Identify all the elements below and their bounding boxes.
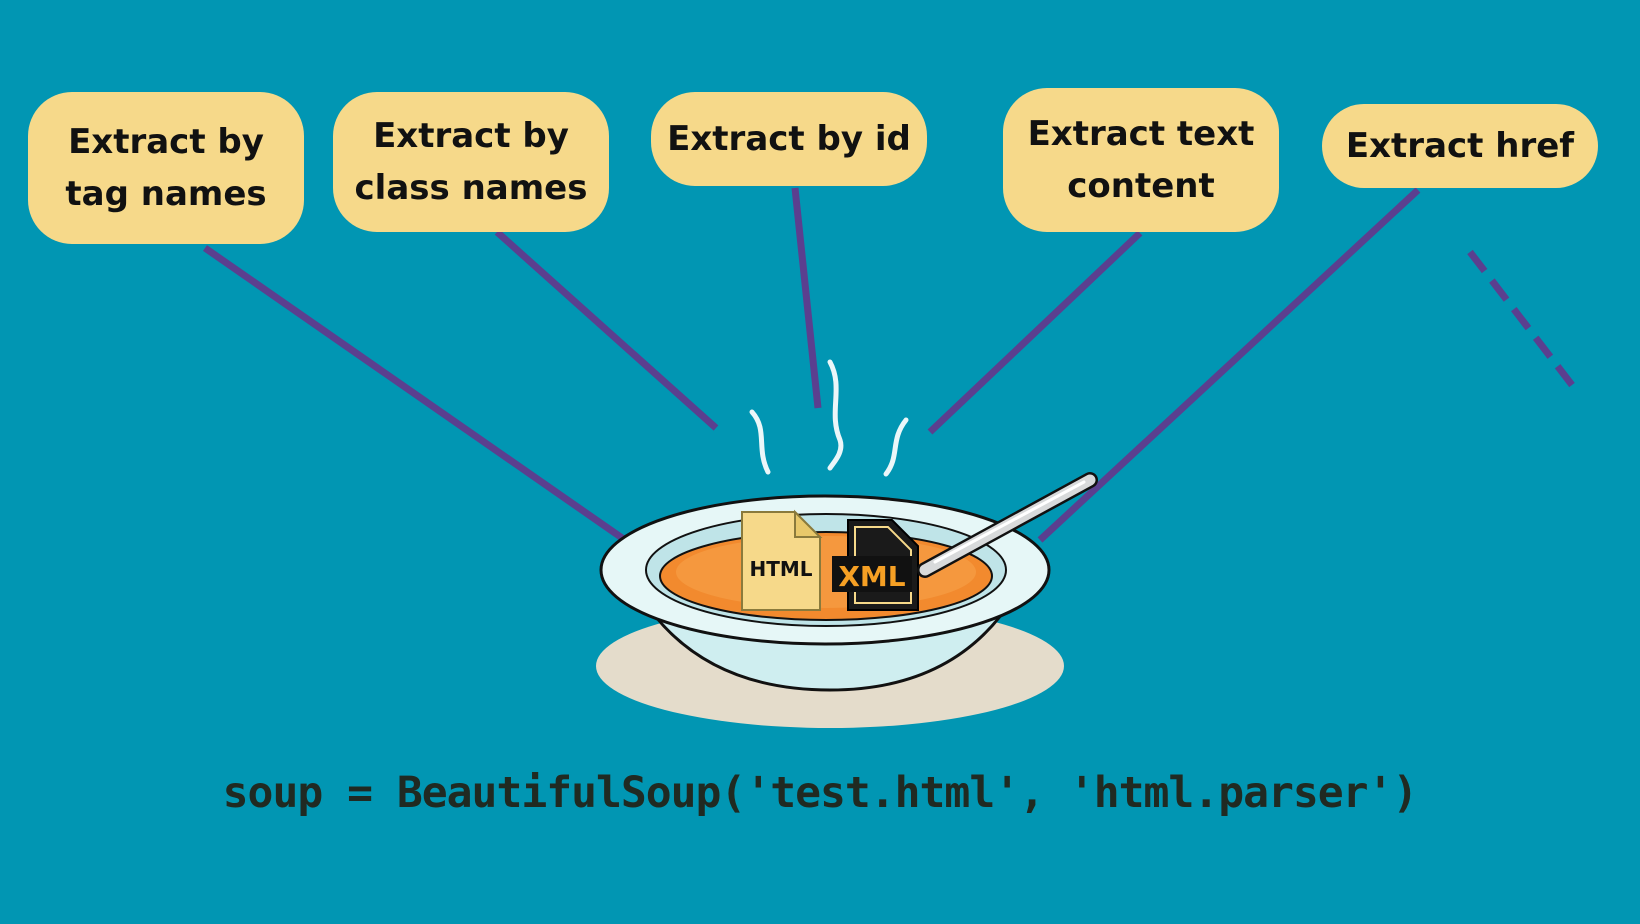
connector-id: [791, 187, 822, 409]
xml-file-label: XML: [838, 560, 905, 593]
steam-icon: [749, 359, 909, 477]
connector-tag-names: [203, 245, 627, 543]
method-label: Extract by class names: [354, 116, 588, 208]
html-file-icon: HTML: [741, 509, 823, 611]
html-file-label: HTML: [749, 557, 812, 581]
method-extract-by-tag-names: Extract by tag names: [28, 92, 304, 244]
method-label: Extract by tag names: [65, 122, 267, 214]
connector-text-content: [927, 230, 1143, 435]
method-extract-text-content: Extract text content: [1003, 88, 1279, 232]
method-extract-by-class-names: Extract by class names: [333, 92, 609, 232]
method-label: Extract href: [1345, 126, 1575, 166]
method-label: Extract text content: [1027, 114, 1255, 206]
connector-more-dashed: [1467, 249, 1575, 388]
method-extract-by-id: Extract by id: [651, 92, 927, 186]
xml-file-icon: XML: [832, 519, 919, 611]
beautifulsoup-code-line: soup = BeautifulSoup('test.html', 'html.…: [222, 768, 1419, 818]
connector-href: [1037, 187, 1421, 543]
method-extract-href: Extract href: [1322, 104, 1598, 188]
method-label: Extract by id: [667, 119, 911, 159]
spoon-icon: [917, 472, 1098, 578]
connector-class-names: [494, 229, 719, 431]
